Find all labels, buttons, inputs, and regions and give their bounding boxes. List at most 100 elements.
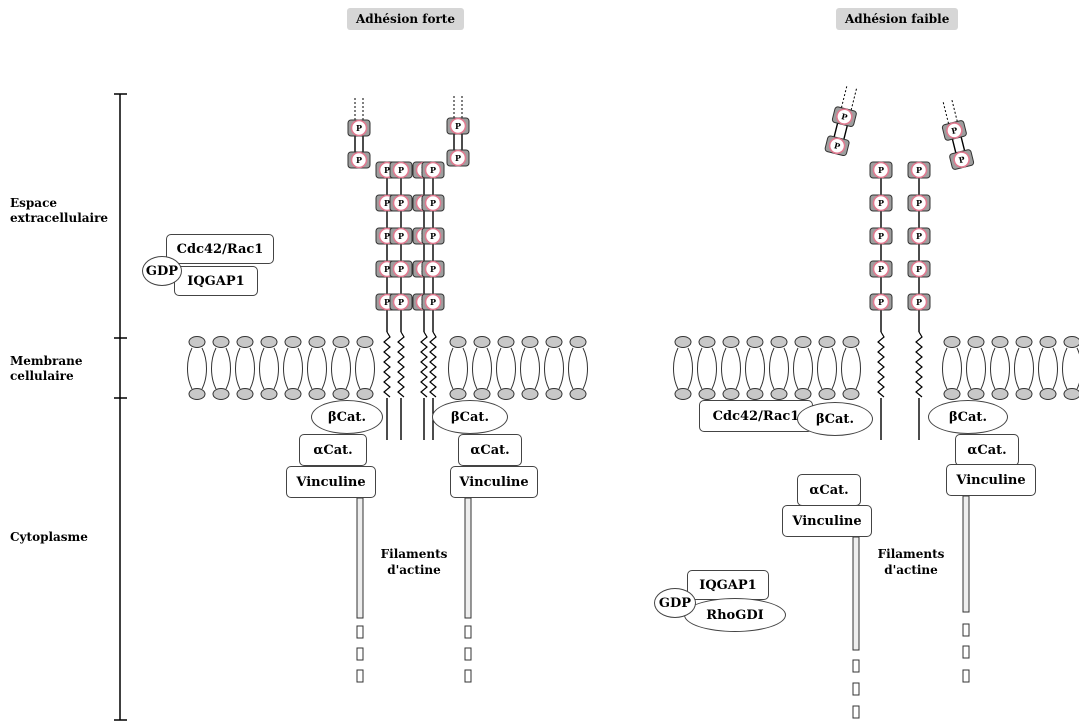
actin-segment: [356, 625, 364, 639]
lipid-molecule: [721, 336, 741, 400]
cadherin-domain: P: [869, 161, 893, 179]
phospho-p-label: P: [430, 165, 436, 175]
cadherin-domain: P: [421, 293, 445, 311]
lipid-molecule: [520, 336, 540, 400]
beta-catenin-oval-weak-left: βCat.: [797, 402, 873, 436]
lipid-molecule: [1038, 336, 1058, 400]
phospho-p-label: P: [430, 198, 436, 208]
iqgap1-box: IQGAP1: [174, 266, 258, 296]
actin-segment: [852, 705, 860, 719]
cadherin-domain: P: [347, 151, 371, 169]
phospho-p-label: P: [878, 264, 884, 274]
alpha-catenin-box-weak-detached: αCat.: [797, 474, 861, 506]
header-strong-adhesion: Adhésion forte: [347, 8, 464, 30]
cadherin-domain: P: [421, 194, 445, 212]
lipid-molecule: [745, 336, 765, 400]
phospho-p-label: P: [398, 198, 404, 208]
phospho-p-label: P: [384, 165, 390, 175]
lipid-molecule: [673, 336, 693, 400]
lipid-molecule: [331, 336, 351, 400]
cadherin-strand: P P P P P: [869, 161, 893, 440]
alpha-catenin-box-weak-right: αCat.: [955, 434, 1019, 466]
region-membrane-line2: cellulaire: [10, 369, 74, 383]
alpha-catenin-box-strong-right: αCat.: [458, 434, 522, 466]
lipid-molecule: [283, 336, 303, 400]
phospho-p-label: P: [878, 165, 884, 175]
actin-label-strong-line2: d'actine: [387, 563, 441, 577]
phospho-p-label: P: [950, 125, 958, 136]
beta-catenin-oval-strong-left: βCat.: [311, 400, 383, 434]
lipid-molecule: [942, 336, 962, 400]
phospho-p-label: P: [430, 297, 436, 307]
iqgap1-box-weak: IQGAP1: [687, 570, 769, 600]
cadherin-pair-tilted: PP: [824, 86, 857, 157]
actin-filament: [962, 495, 970, 683]
phospho-p-label: P: [398, 297, 404, 307]
lipid-molecule: [793, 336, 813, 400]
phospho-p-label: P: [840, 111, 848, 122]
lipid-molecule: [355, 336, 375, 400]
actin-label-weak-line2: d'actine: [884, 563, 938, 577]
lipid-molecule: [1014, 336, 1034, 400]
cadherin-domain: P: [389, 293, 413, 311]
lipid-molecule: [568, 336, 588, 400]
phospho-p-label: P: [878, 198, 884, 208]
cdc42-rac1-box: Cdc42/Rac1: [166, 234, 274, 264]
vinculin-box-strong-left: Vinculine: [286, 466, 376, 498]
transmembrane-segment: [915, 331, 923, 398]
actin-segment: [464, 647, 472, 661]
lipid-molecule: [1062, 336, 1079, 400]
actin-filament: [852, 536, 860, 719]
phospho-p-label: P: [384, 297, 390, 307]
phospho-p-label: P: [430, 264, 436, 274]
lipid-molecule: [990, 336, 1010, 400]
cadherins: PPPPPPPPPPPPPPPPPPPPPPPPPPPPPPPPPPPPPP: [347, 86, 975, 440]
actin-segment: [464, 669, 472, 683]
lipid-molecule: [841, 336, 861, 400]
actin-segment: [356, 647, 364, 661]
phospho-p-label: P: [455, 153, 461, 163]
actin-label-weak: Filaments d'actine: [875, 546, 947, 578]
phospho-p-label: P: [916, 297, 922, 307]
phospho-p-label: P: [916, 264, 922, 274]
phospho-p-label: P: [878, 297, 884, 307]
cadherin-pair: PP: [446, 96, 470, 167]
cadherin-domain: P: [907, 293, 931, 311]
region-extracellular: Espace extracellulaire: [10, 196, 108, 226]
phospho-p-label: P: [384, 264, 390, 274]
actin-label-strong: Filaments d'actine: [378, 546, 450, 578]
gdp-oval-weak: GDP: [654, 588, 696, 618]
actin-segment: [962, 623, 970, 637]
beta-catenin-oval-weak-right: βCat.: [928, 400, 1008, 434]
phospho-p-label: P: [878, 231, 884, 241]
lipid-molecule: [769, 336, 789, 400]
actin-label-strong-line1: Filaments: [380, 547, 448, 561]
phospho-p-label: P: [833, 140, 841, 151]
phospho-p-label: P: [384, 198, 390, 208]
cdc42-rac1-box-weak: Cdc42/Rac1: [699, 400, 813, 432]
cadherin-domain: P: [389, 227, 413, 245]
alpha-catenin-box-strong-left: αCat.: [299, 434, 367, 466]
lipid-molecule: [448, 336, 468, 400]
cadherin-domain: P: [421, 161, 445, 179]
vinculin-box-weak-detached: Vinculine: [782, 505, 872, 537]
cadherin-domain: P: [907, 161, 931, 179]
cadherin-domain: P: [869, 293, 893, 311]
phospho-p-label: P: [398, 231, 404, 241]
cadherin-domain: P: [907, 194, 931, 212]
region-extracellular-line2: extracellulaire: [10, 211, 109, 225]
cadherin-domain: P: [389, 161, 413, 179]
cadherin-domain: P: [389, 194, 413, 212]
cadherin-domain: P: [347, 119, 371, 137]
region-cytoplasm: Cytoplasme: [10, 530, 88, 544]
actin-filaments: [356, 495, 970, 719]
actin-filament: [356, 497, 364, 683]
transmembrane-segment: [420, 331, 428, 398]
lipid-molecule: [966, 336, 986, 400]
membranes: [187, 336, 1079, 400]
cadherin-domain: P: [446, 149, 470, 167]
actin-segment: [852, 682, 860, 696]
